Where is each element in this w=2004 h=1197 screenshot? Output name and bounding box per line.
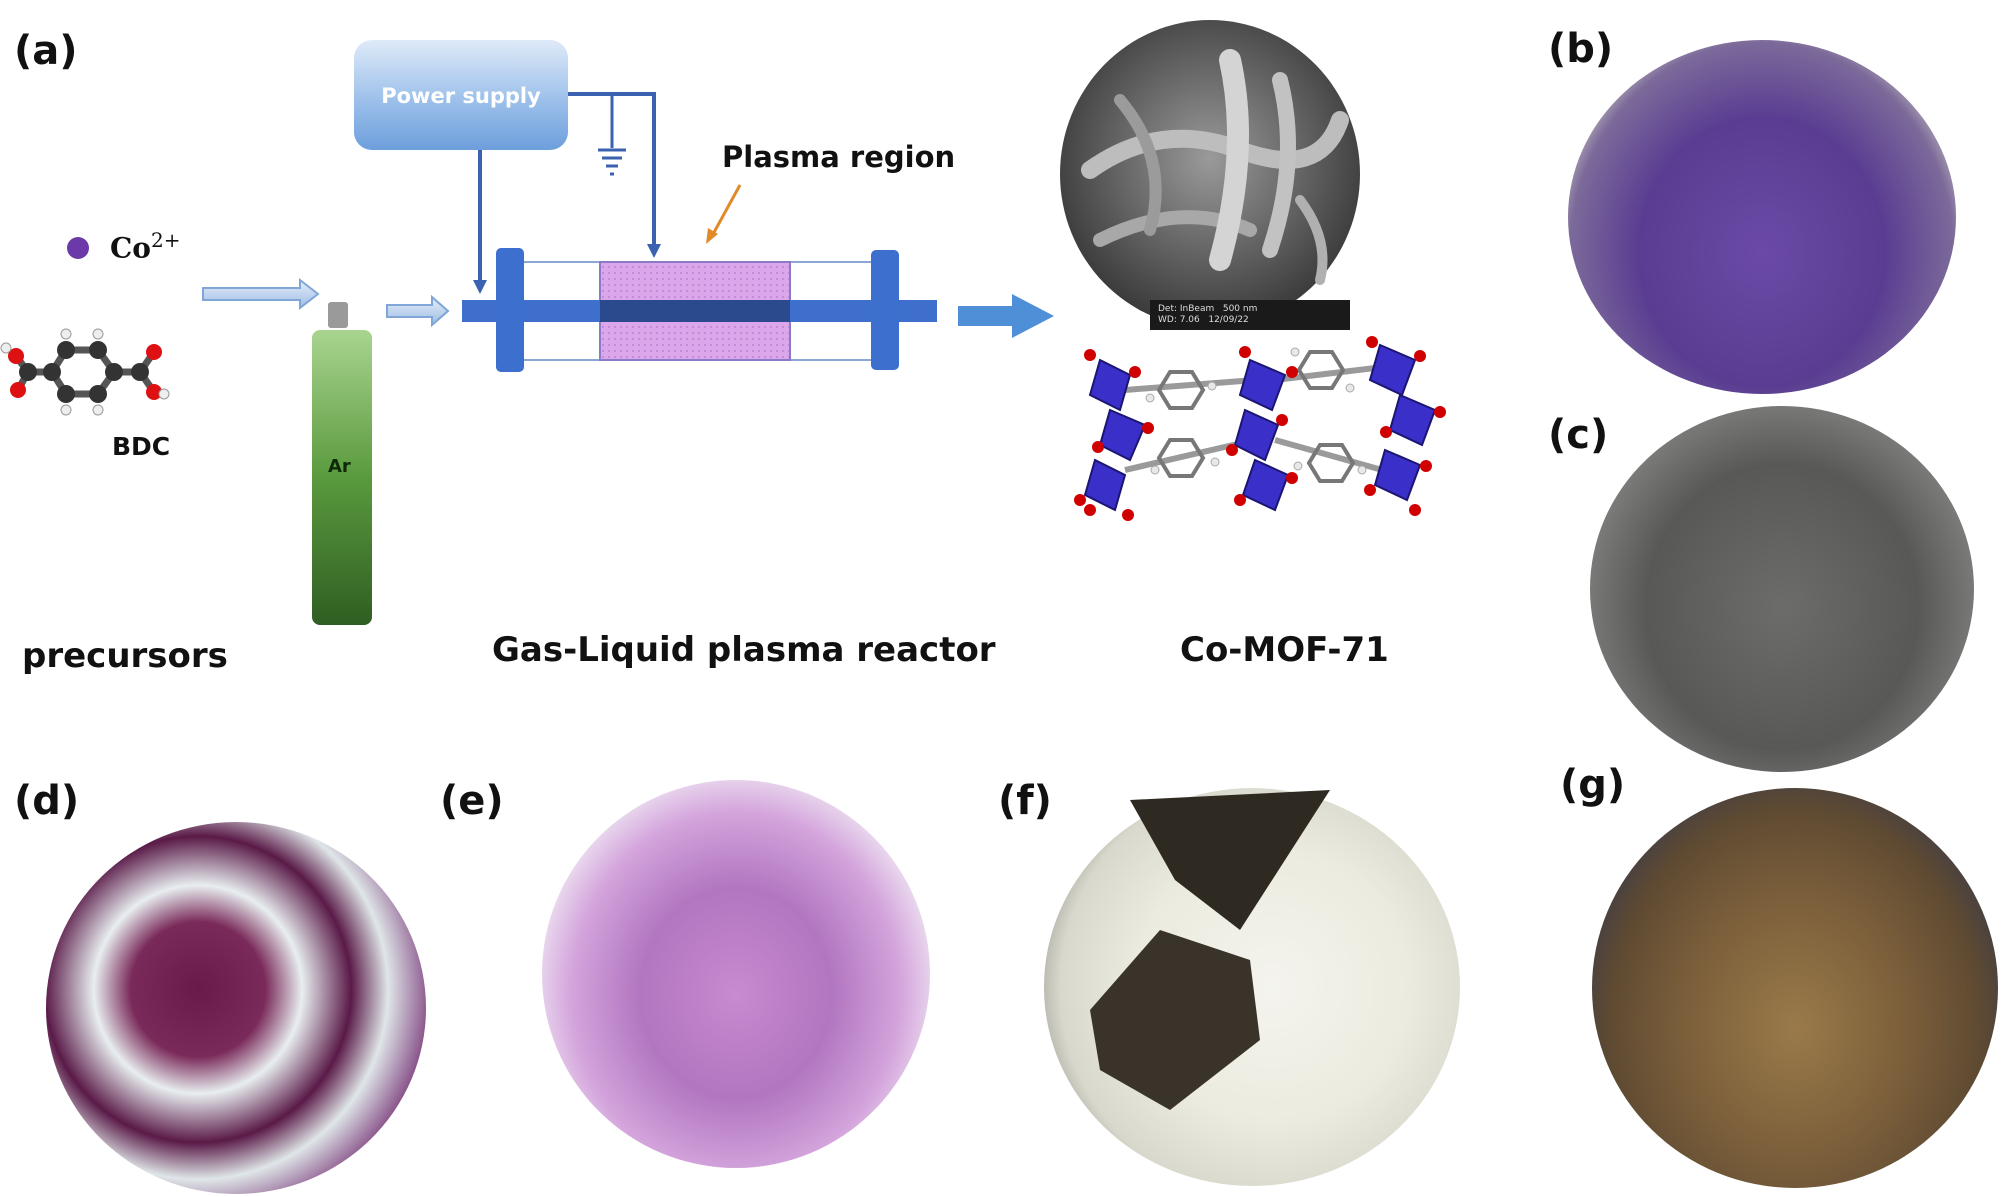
bdc-molecule-icon bbox=[0, 328, 170, 416]
power-supply-box bbox=[354, 40, 568, 150]
mof-structure bbox=[1074, 336, 1446, 521]
sem-image bbox=[1060, 20, 1360, 328]
cobalt-ion-label: Co2+ bbox=[110, 228, 180, 264]
reactor-flange-left bbox=[496, 248, 524, 372]
caption-product: Co-MOF-71 bbox=[1180, 630, 1389, 670]
sem-fibers bbox=[1081, 49, 1349, 285]
panel-label-b: (b) bbox=[1548, 26, 1614, 72]
photo-d-microscope-purple bbox=[46, 822, 426, 1194]
photo-f-microscope-dark bbox=[1044, 788, 1460, 1186]
cobalt-ion-symbol: Co bbox=[110, 231, 151, 265]
plasma-region-label: Plasma region bbox=[722, 140, 956, 174]
flow-arrow-2 bbox=[386, 294, 450, 328]
sem-detector: Det: InBeam bbox=[1158, 304, 1215, 314]
sem-date: 12/09/22 bbox=[1208, 315, 1249, 325]
output-arrow bbox=[958, 294, 1054, 338]
panel-label-f: (f) bbox=[998, 778, 1052, 824]
plasma-pointer bbox=[710, 184, 742, 237]
panel-label-d: (d) bbox=[14, 778, 80, 824]
cobalt-ion-charge: 2+ bbox=[150, 228, 181, 252]
sem-info-bar bbox=[1150, 300, 1350, 330]
panel-label-c: (c) bbox=[1548, 412, 1609, 458]
caption-reactor: Gas-Liquid plasma reactor bbox=[492, 630, 996, 670]
sem-scale: 500 nm bbox=[1222, 304, 1258, 314]
power-wire-right bbox=[568, 92, 656, 248]
sem-wd: WD: 7.06 bbox=[1158, 315, 1200, 325]
reactor-flange-right bbox=[871, 250, 899, 370]
sem-info-text: Det: InBeam 500 nm WD: 7.06 12/09/22 bbox=[1158, 304, 1348, 326]
panel-label-a: (a) bbox=[14, 28, 78, 74]
photo-e-microscope-pink bbox=[542, 780, 930, 1168]
ground-icon bbox=[598, 148, 626, 176]
caption-precursors: precursors bbox=[22, 636, 228, 676]
gas-cylinder bbox=[312, 330, 372, 625]
photo-b-purple-flakes bbox=[1568, 40, 1956, 394]
photo-g-microscope-brown bbox=[1592, 788, 1998, 1188]
gas-cylinder-label: Ar bbox=[328, 456, 351, 477]
flow-arrow-1 bbox=[202, 277, 320, 311]
cobalt-ion-dot bbox=[67, 237, 89, 259]
cylinder-valve bbox=[328, 302, 348, 328]
bdc-label: BDC bbox=[112, 432, 171, 461]
panel-label-e: (e) bbox=[440, 778, 504, 824]
photo-c-grey-flakes bbox=[1590, 406, 1974, 772]
panel-label-g: (g) bbox=[1560, 762, 1626, 808]
power-supply-label: Power supply bbox=[381, 84, 541, 108]
